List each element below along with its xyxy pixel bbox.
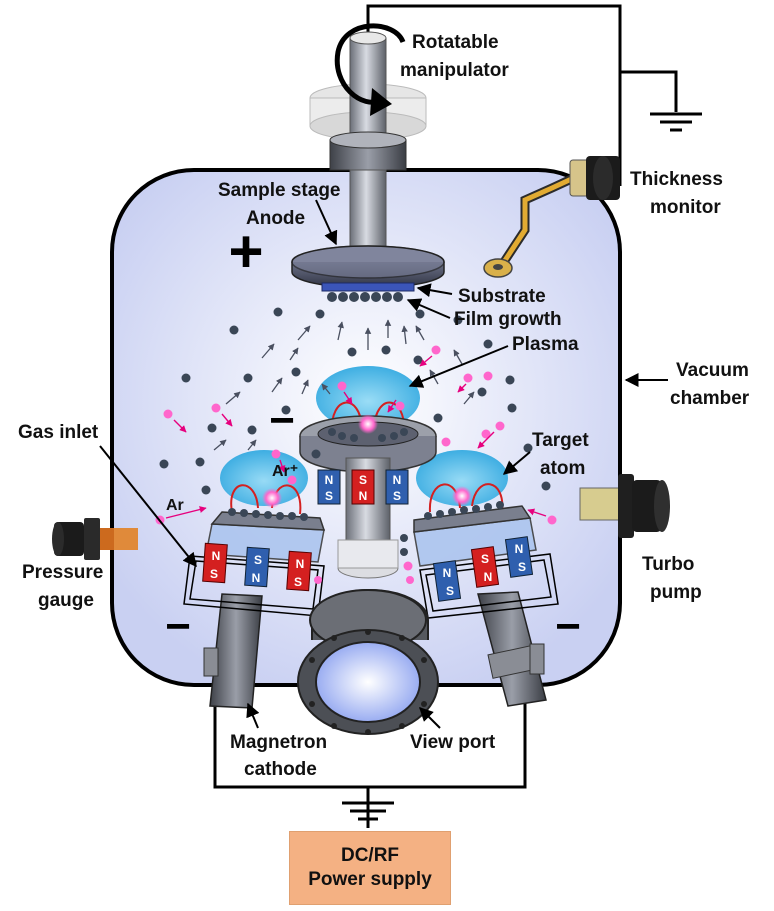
svg-text:N: N — [325, 473, 334, 487]
svg-text:N: N — [212, 549, 221, 563]
label-sample-stage: Sample stage — [218, 180, 341, 201]
label-view-port: View port — [410, 732, 496, 753]
svg-text:pump: pump — [650, 582, 702, 603]
svg-text:monitor: monitor — [650, 197, 721, 218]
svg-text:N: N — [393, 473, 402, 487]
svg-text:Target: Target — [532, 430, 589, 451]
rotation-arrowhead-icon — [370, 88, 392, 116]
svg-text:N: N — [359, 489, 368, 503]
svg-text:Magnetron: Magnetron — [230, 732, 327, 753]
svg-text:cathode: cathode — [244, 759, 317, 780]
svg-text:N: N — [484, 570, 493, 584]
svg-text:chamber: chamber — [670, 388, 750, 409]
power-supply-label-line2: Power supply — [308, 869, 432, 890]
svg-text:Pressure: Pressure — [22, 562, 103, 583]
label-magnetron-cathode: Magnetron cathode — [230, 732, 327, 780]
target-atom-pointer — [502, 451, 531, 475]
svg-text:S: S — [481, 552, 489, 566]
right-cathode-minus-sign: − — [555, 602, 581, 651]
label-vacuum-chamber: Vacuum chamber — [670, 360, 750, 409]
view-port-pointer — [419, 707, 441, 729]
svg-text:S: S — [359, 473, 367, 487]
film-growth-atoms — [327, 292, 403, 302]
svg-text:gauge: gauge — [38, 590, 94, 611]
argon-ions — [155, 345, 557, 584]
thickness-monitor[interactable] — [483, 156, 620, 278]
gas-inlet-pointer — [99, 445, 197, 568]
label-thickness-monitor: Thickness monitor — [630, 169, 723, 218]
label-ar-ion: Ar⁺ — [272, 463, 298, 480]
svg-text:N: N — [515, 542, 524, 556]
label-ar: Ar — [166, 497, 184, 514]
atom-trajectory-arrows — [213, 319, 475, 451]
power-supply[interactable]: DC/RF Power supply — [289, 831, 451, 905]
left-target-atoms — [228, 508, 308, 521]
label-film-growth: Film growth — [454, 309, 562, 330]
right-magnetron-cathode[interactable] — [413, 505, 559, 707]
left-cathode-minus-sign: − — [165, 602, 191, 651]
right-target-atoms — [424, 501, 504, 520]
label-gas-inlet: Gas inlet — [18, 422, 99, 443]
substrate[interactable] — [321, 282, 415, 292]
power-supply-label-line1: DC/RF — [340, 845, 400, 866]
left-magnet-letters: N S S N N S — [210, 549, 304, 589]
sputtered-atoms — [159, 307, 551, 556]
label-rotatable-manipulator: Rotatable manipulator — [400, 32, 509, 81]
ion-impact-sparks — [262, 414, 472, 508]
svg-text:S: S — [210, 567, 218, 581]
svg-text:manipulator: manipulator — [400, 60, 509, 81]
argon-ion-arrows — [165, 355, 547, 519]
sample-stage[interactable] — [291, 169, 445, 289]
rotation-arrow-icon — [334, 23, 406, 105]
anode-plus-sign: + — [228, 218, 263, 285]
rotatable-manipulator[interactable] — [309, 31, 427, 171]
label-target-atom: Target atom — [532, 430, 589, 479]
turbo-pump[interactable] — [579, 474, 670, 538]
substrate-pointer — [416, 283, 453, 298]
label-substrate: Substrate — [458, 286, 546, 307]
svg-text:Turbo: Turbo — [642, 554, 694, 575]
svg-text:S: S — [518, 560, 526, 574]
svg-text:S: S — [325, 489, 333, 503]
right-magnet-letters: N S S N N S — [443, 542, 526, 598]
center-target-atoms — [328, 428, 408, 442]
svg-text:Thickness: Thickness — [630, 169, 723, 190]
svg-text:N: N — [252, 571, 261, 585]
magnetron-cathode-pointer — [246, 702, 260, 729]
label-pressure-gauge: Pressure gauge — [22, 562, 103, 611]
svg-text:S: S — [393, 489, 401, 503]
plasma-pointer — [408, 345, 509, 388]
label-plasma: Plasma — [512, 334, 579, 355]
svg-text:Vacuum: Vacuum — [676, 360, 749, 381]
svg-text:Rotatable: Rotatable — [412, 32, 499, 53]
svg-text:S: S — [254, 553, 262, 567]
view-port[interactable] — [297, 589, 439, 735]
svg-text:N: N — [296, 557, 305, 571]
center-cathode-minus-sign: − — [269, 396, 295, 445]
film-growth-pointer — [406, 298, 451, 319]
label-anode: Anode — [246, 208, 305, 229]
svg-text:S: S — [294, 575, 302, 589]
svg-text:N: N — [443, 566, 452, 580]
label-turbo-pump: Turbo pump — [642, 554, 702, 603]
svg-text:atom: atom — [540, 458, 585, 479]
pressure-gauge[interactable] — [52, 518, 138, 560]
anode-pointer — [315, 199, 338, 246]
svg-text:S: S — [446, 584, 454, 598]
center-magnets: N S S N N S — [317, 469, 409, 505]
